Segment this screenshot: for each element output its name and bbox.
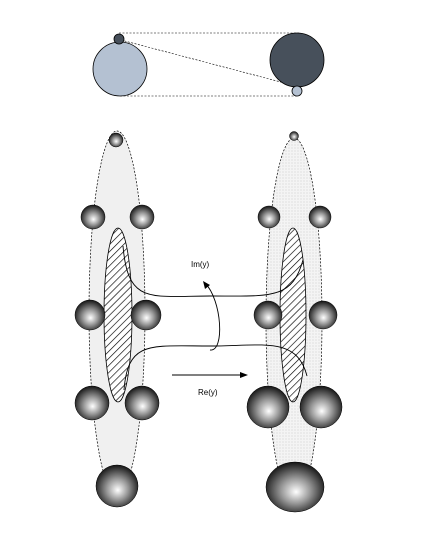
- left-row2-sphere-a: [74, 299, 106, 331]
- connector-diagonal: [120, 39, 297, 87]
- im-rotation-arrow: Im(y): [191, 260, 221, 351]
- right-bottom-sphere: [265, 461, 325, 513]
- throat-curves: [122, 245, 308, 391]
- top-schematic: [92, 32, 325, 97]
- left-bottom-sphere: [95, 464, 139, 508]
- large-light-sphere: [92, 41, 148, 97]
- right-row3-sphere-b: [299, 385, 343, 429]
- left-spheres: [74, 132, 162, 508]
- left-hatched-ellipse: [103, 227, 133, 403]
- left-row3-sphere-a: [74, 385, 110, 421]
- right-hatched-ellipse: [279, 227, 307, 403]
- left-row1-sphere-a: [80, 204, 106, 230]
- right-spheres: [246, 131, 343, 513]
- right-row2-sphere-b: [308, 300, 338, 330]
- left-row1-sphere-b: [129, 204, 155, 230]
- right-row1-sphere-b: [308, 205, 332, 229]
- small-light-satellite: [291, 85, 303, 97]
- throat-upper-curve: [122, 245, 304, 297]
- small-dark-satellite: [113, 33, 125, 45]
- re-translation-arrow: Re(y): [172, 372, 248, 397]
- right-row2-sphere-a: [253, 300, 283, 330]
- re-arrowhead: [240, 372, 248, 378]
- large-dark-sphere: [269, 32, 325, 88]
- re-label: Re(y): [198, 388, 218, 397]
- left-row3-sphere-b: [124, 385, 160, 421]
- left-row2-sphere-b: [130, 299, 162, 331]
- rotation-arc: [204, 282, 221, 351]
- right-top-sphere: [289, 131, 299, 141]
- right-row1-sphere-a: [257, 205, 281, 229]
- im-label: Im(y): [191, 260, 210, 269]
- throat-lower-curve: [123, 344, 308, 391]
- rotation-arrowhead: [203, 281, 210, 289]
- right-row3-sphere-a: [246, 385, 290, 429]
- left-top-sphere: [108, 132, 124, 148]
